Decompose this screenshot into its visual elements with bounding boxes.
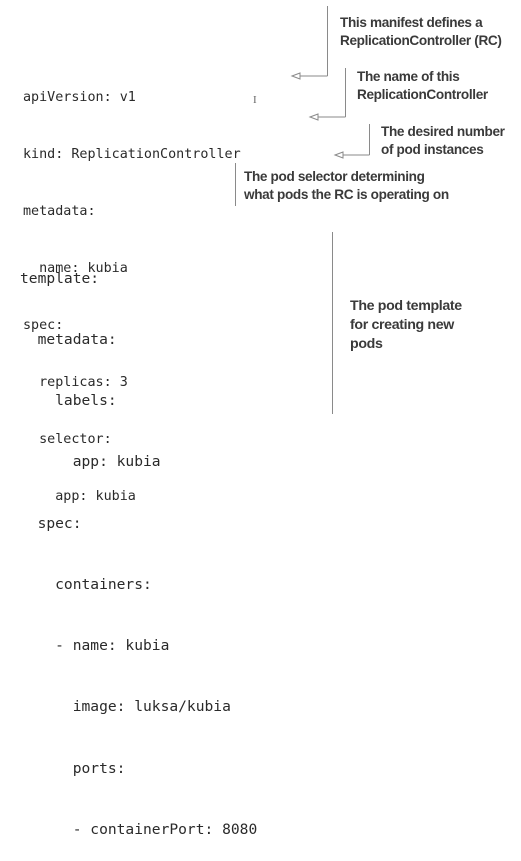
annotation-line: for creating new	[350, 317, 454, 333]
code-line-container-name: - name: kubia	[20, 637, 170, 655]
code-line-selector: selector:	[23, 432, 112, 447]
annotation-rc-name: The name of this ReplicationController	[357, 68, 488, 104]
code-line-image: image: luksa/kubia	[20, 698, 231, 716]
annotation-pod-template: The pod template for creating new pods	[350, 297, 462, 354]
annotation-line: what pods the RC is operating on	[244, 187, 449, 202]
annotation-line: of pod instances	[381, 142, 484, 157]
code-line-name: name: kubia	[23, 261, 128, 276]
callout-rc-arrowhead	[290, 72, 301, 80]
annotation-line: The pod template	[350, 298, 462, 314]
annotation-desired-replicas: The desired number of pod instances	[381, 123, 505, 159]
text-cursor-icon: I	[253, 94, 257, 106]
code-line-metadata: metadata:	[23, 204, 96, 219]
code-line-template-metadata: metadata:	[20, 331, 117, 349]
annotation-line: This manifest defines a	[340, 15, 483, 30]
code-line-api-version: apiVersion: v1	[23, 90, 136, 105]
code-line-kind: kind: ReplicationController	[23, 147, 241, 162]
annotation-line: ReplicationController	[357, 87, 488, 102]
code-line-label-app: app: kubia	[20, 453, 161, 471]
annotation-pod-selector: The pod selector determining what pods t…	[244, 168, 449, 204]
code-line-container-port: - containerPort: 8080	[20, 820, 258, 838]
callout-arrows	[235, 6, 370, 414]
annotation-line: pods	[350, 336, 383, 352]
annotation-line: The desired number	[381, 124, 505, 139]
code-line-template: template:	[20, 269, 100, 287]
code-line-template-spec: spec:	[20, 514, 82, 532]
annotation-line: The pod selector determining	[244, 169, 425, 184]
code-line-ports: ports:	[20, 759, 126, 777]
code-line-labels: labels:	[20, 392, 117, 410]
annotation-line: The name of this	[357, 69, 460, 84]
callout-name-arrowhead	[308, 113, 319, 121]
callout-desired-arrowhead	[333, 151, 344, 159]
code-line-replicas: replicas: 3	[23, 375, 128, 390]
annotation-line: ReplicationController (RC)	[340, 33, 502, 48]
code-line-spec: spec:	[23, 318, 64, 333]
annotation-rc-manifest: This manifest defines a ReplicationContr…	[340, 14, 502, 50]
code-line-containers: containers:	[20, 575, 152, 593]
